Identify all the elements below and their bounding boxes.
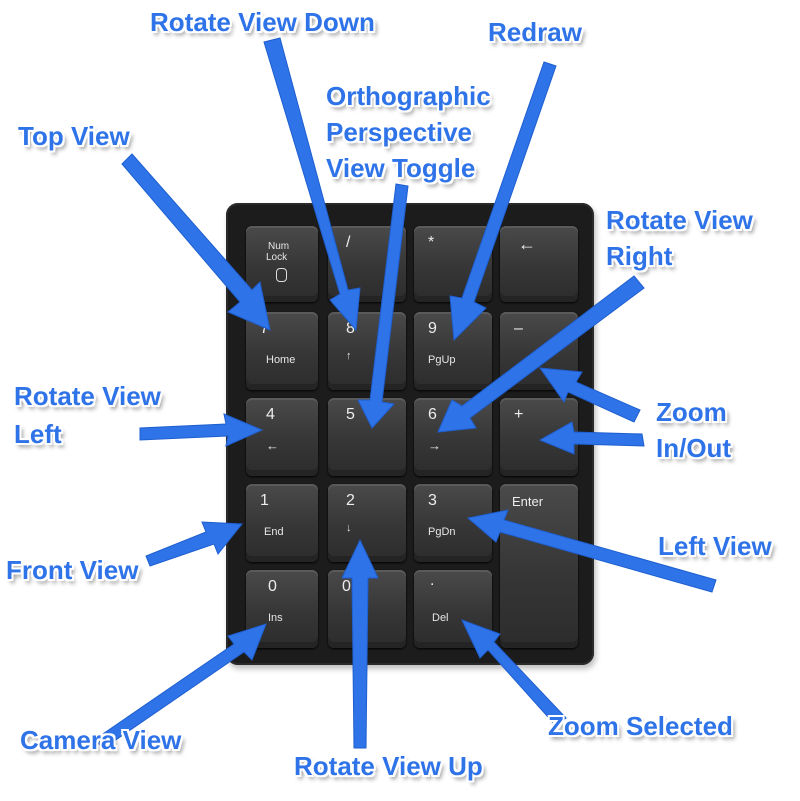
key-2-number: 2: [346, 492, 355, 509]
key-plus-label: +: [514, 406, 524, 423]
label-ortho-line2: Perspective: [326, 117, 472, 147]
key-4-number: 4: [266, 406, 275, 423]
label-rotate-right-line2: Right: [606, 241, 673, 271]
label-zoom-line2: In/Out: [656, 433, 732, 463]
up-arrow-icon: ↑: [346, 350, 352, 362]
arrow-rotate-right: [437, 275, 645, 433]
key-0-sub: Ins: [268, 612, 283, 624]
key-num-lock-line2: Lock: [266, 252, 288, 263]
label-rotate-view-down: Rotate View Down: [150, 7, 375, 37]
key-0-number: 0: [268, 578, 277, 595]
arrow-redraw: [449, 61, 557, 342]
label-top-view: Top View: [18, 121, 130, 151]
key-slash-label: /: [346, 234, 351, 251]
key-num-lock-line1: Num: [268, 241, 290, 252]
key-asterisk-label: *: [428, 234, 435, 251]
arrow-zoom-plus: [538, 421, 645, 455]
label-zoom-selected: Zoom Selected: [548, 711, 733, 741]
backspace-arrow-icon: ←: [518, 234, 536, 254]
arrow-zoom-selected: [461, 619, 567, 727]
key-1-sub: End: [264, 526, 284, 538]
key-7-sub: Home: [266, 354, 296, 366]
arrow-ortho-toggle: [357, 183, 409, 429]
key-backspace[interactable]: ←: [500, 226, 578, 302]
key-decimal-sub: Del: [432, 612, 449, 624]
key-5-number: 5: [346, 406, 355, 423]
label-ortho-line3: View Toggle: [326, 153, 476, 183]
key-9-sub: PgUp: [428, 354, 456, 366]
key-3-number: 3: [428, 492, 437, 509]
label-rotate-left-line2: Left: [14, 419, 62, 449]
label-ortho-line1: Orthographic: [326, 81, 491, 111]
key-8-number: 8: [346, 320, 355, 337]
right-arrow-icon: →: [428, 438, 441, 453]
key-enter[interactable]: Enter: [500, 484, 578, 648]
label-zoom-line1: Zoom: [656, 397, 727, 427]
down-arrow-icon: ↓: [346, 522, 352, 534]
arrow-rotate-left: [139, 413, 264, 447]
arrow-front-view: [145, 521, 244, 567]
arrow-rotate-view-up: [341, 538, 379, 749]
label-redraw: Redraw: [488, 17, 582, 47]
label-rotate-view-up: Rotate View Up: [294, 751, 483, 781]
arrow-left-view: [466, 509, 717, 593]
key-1-end[interactable]: 1 End: [246, 484, 318, 562]
key-0-wide-number: 0: [342, 578, 351, 595]
key-8-up[interactable]: 8 ↑: [328, 312, 406, 390]
arrow-zoom-minus: [538, 367, 641, 423]
key-2-down[interactable]: 2 ↓: [328, 484, 406, 562]
arrow-camera-view: [93, 623, 267, 749]
key-7-number: 7: [260, 320, 269, 337]
key-enter-label: Enter: [512, 494, 544, 509]
label-rotate-right-line1: Rotate View: [606, 205, 753, 235]
mouse-icon: [276, 268, 287, 282]
key-minus-label: –: [514, 320, 523, 337]
label-left-view: Left View: [658, 531, 772, 561]
arrow-rotate-view-down: [263, 37, 361, 332]
key-1-number: 1: [260, 492, 269, 509]
key-3-sub: PgDn: [428, 526, 456, 538]
key-4-left[interactable]: 4 ←: [246, 398, 318, 476]
label-camera-view: Camera View: [20, 725, 182, 755]
key-9-number: 9: [428, 320, 437, 337]
left-arrow-icon: ←: [266, 438, 279, 453]
key-decimal-dot: .: [430, 572, 435, 589]
arrow-top-view: [121, 153, 271, 331]
label-rotate-left-line1: Rotate View: [14, 381, 161, 411]
key-6-number: 6: [428, 406, 437, 423]
label-front-view: Front View: [6, 555, 139, 585]
